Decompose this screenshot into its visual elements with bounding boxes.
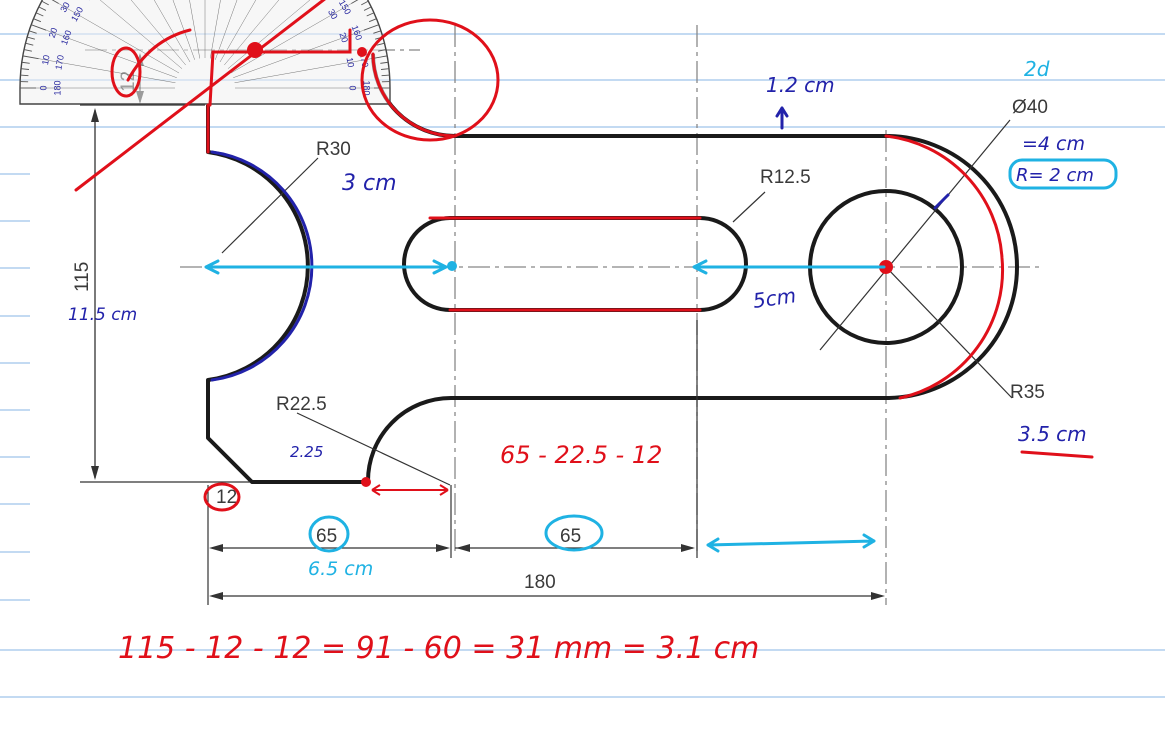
dim-r35: R35 bbox=[1010, 382, 1045, 403]
dim-115: 115 bbox=[72, 262, 93, 292]
red-point-top-2 bbox=[357, 47, 367, 57]
dim-r30: R30 bbox=[316, 139, 351, 160]
note-r35-cm: 3.5 cm bbox=[1018, 422, 1087, 446]
note-d40-cm: =4 cm bbox=[1022, 133, 1085, 155]
protractor-label: 180 bbox=[52, 80, 62, 95]
note-calc-mid: 65 - 22.5 - 12 bbox=[500, 441, 662, 469]
dim-dia40: Ø40 bbox=[1012, 97, 1048, 118]
note-two-d: 2d bbox=[1024, 57, 1050, 81]
note-calc-bottom: 115 - 12 - 12 = 91 - 60 = 31 mm = 3.1 cm bbox=[118, 631, 759, 666]
protractor-label: 10 bbox=[40, 54, 52, 66]
dim-65-left: 65 bbox=[316, 526, 337, 547]
red-point-top bbox=[247, 42, 263, 58]
red-arrow-bottom bbox=[372, 485, 448, 495]
note-r30-cm: 3 cm bbox=[342, 171, 397, 196]
red-point-bottom bbox=[361, 477, 371, 487]
notebook-lines bbox=[0, 34, 1165, 697]
protractor-tick bbox=[382, 75, 390, 76]
cyan-point bbox=[447, 261, 457, 271]
dim-65-mid: 65 bbox=[560, 526, 581, 547]
protractor-label: 10 bbox=[345, 57, 357, 69]
protractor-label: 0 bbox=[348, 85, 358, 90]
note-h115-cm: 11.5 cm bbox=[68, 305, 137, 325]
leader-lines bbox=[222, 120, 1012, 485]
dim-180: 180 bbox=[524, 572, 556, 593]
note-r12-5-cm: 5cm bbox=[751, 283, 797, 313]
dim-r12-5: R12.5 bbox=[760, 167, 811, 188]
dim-r22-5: R22.5 bbox=[276, 394, 327, 415]
protractor-tick bbox=[20, 75, 28, 76]
note-r2cm: R= 2 cm bbox=[1016, 165, 1094, 186]
note-top-edge: 1.2 cm bbox=[766, 73, 835, 97]
note-r22-5-cm: 2.25 bbox=[290, 443, 323, 461]
note-d65-cm: 6.5 cm bbox=[308, 558, 373, 580]
protractor-label: 0 bbox=[38, 85, 48, 90]
